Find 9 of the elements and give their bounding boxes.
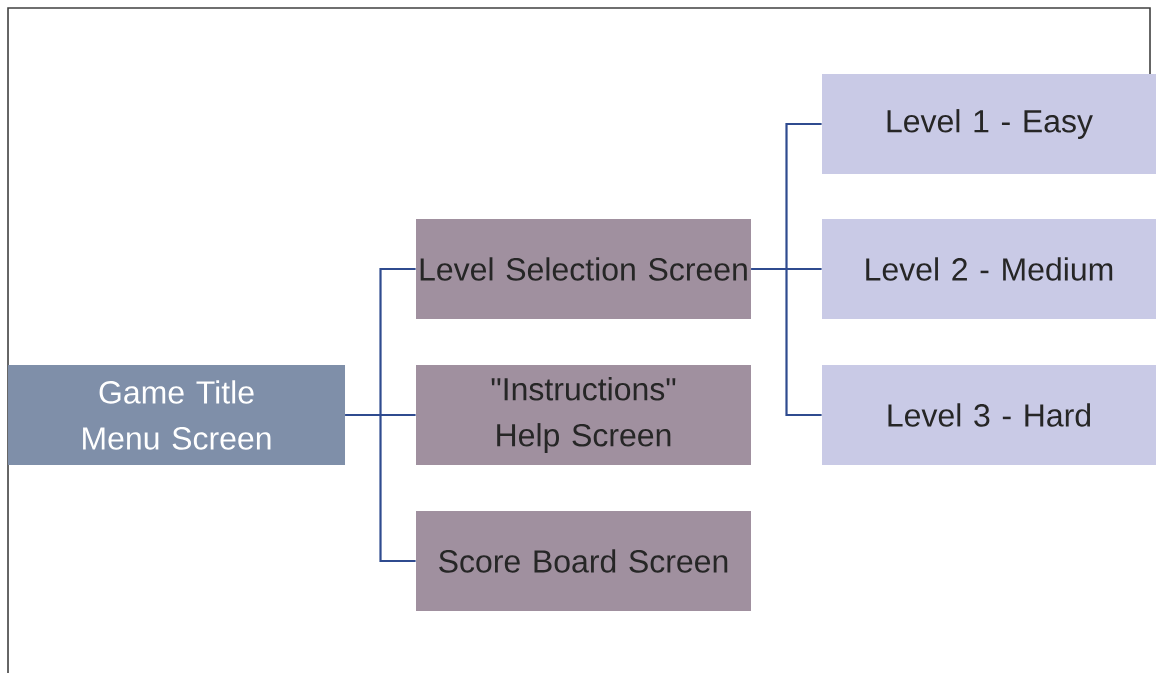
screen-box: Level Selection Screen [416, 219, 751, 319]
screen-box: "Instructions" Help Screen [416, 365, 751, 465]
screen-box: Score Board Screen [416, 511, 751, 611]
screen-box: Level 2 - Medium [822, 219, 1156, 319]
screen-box: Game Title Menu Screen [8, 365, 345, 465]
connector [345, 413, 416, 563]
connector [751, 267, 822, 417]
screen-box: Level 1 - Easy [822, 74, 1156, 174]
screen-box: Level 3 - Hard [822, 365, 1156, 465]
